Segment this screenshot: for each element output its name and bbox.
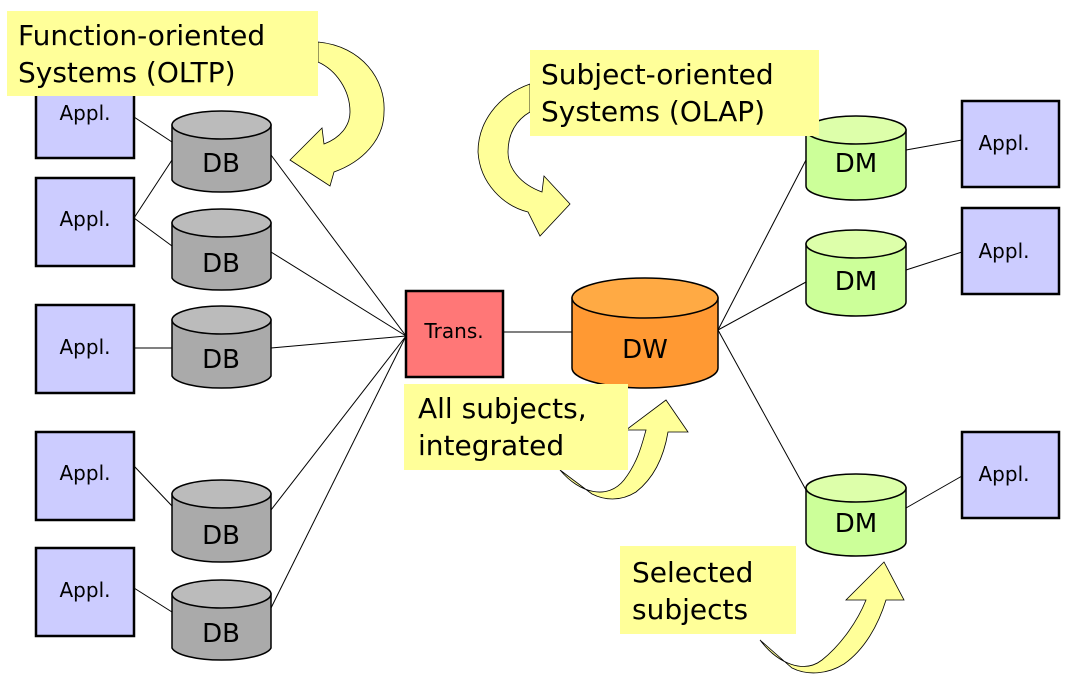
trans-box: Trans. <box>404 289 505 379</box>
appl-box-right-1: Appl. <box>960 99 1061 189</box>
appl-label: Appl. <box>979 462 1030 486</box>
trans-label: Trans. <box>423 319 483 343</box>
db-label: DB <box>202 345 240 375</box>
note-oltp: Function-oriented Systems (OLTP) <box>7 11 318 96</box>
appl-label: Appl. <box>60 578 111 602</box>
appl-box-left-5: Appl. <box>34 546 136 638</box>
conn-dw-dm1 <box>717 159 807 331</box>
dm-cylinders: DM DM DM <box>805 115 907 557</box>
note-olap: Subject-oriented Systems (OLAP) <box>530 50 819 136</box>
connections <box>133 116 963 613</box>
note-olap-line-1: Subject-oriented <box>541 58 774 91</box>
dm-cylinder-3: DM <box>805 473 907 557</box>
dm-label: DM <box>835 509 877 539</box>
db-cylinder-2: DB <box>171 208 272 291</box>
appl-box-left-2: Appl. <box>34 176 136 268</box>
conn-dw-dm2 <box>717 281 807 331</box>
conn-appl1-db1 <box>133 116 173 143</box>
db-cylinder-1: DB <box>171 110 272 193</box>
left-applications: Appl. Appl. Appl. Appl. Appl. <box>34 84 136 638</box>
conn-dm3-appl <box>905 475 963 509</box>
conn-dm2-appl <box>905 251 963 271</box>
conn-dw-dm3 <box>717 329 807 491</box>
conn-db4-trans <box>270 335 407 511</box>
note-selected-line-1: Selected <box>632 556 753 589</box>
dw-label: DW <box>622 335 668 365</box>
dm-label: DM <box>835 267 877 297</box>
conn-appl4-db4 <box>133 465 173 507</box>
dw-cylinder: DW <box>571 277 719 389</box>
note-selected: Selected subjects <box>620 546 796 634</box>
dm-cylinder-2: DM <box>805 229 907 317</box>
note-oltp-line-1: Function-oriented <box>18 19 265 52</box>
db-label: DB <box>202 149 240 179</box>
curved-arrow-selected <box>759 561 905 674</box>
appl-box-right-3: Appl. <box>960 430 1061 520</box>
curved-arrows <box>289 41 905 674</box>
note-integrated-line-2: integrated <box>418 429 564 462</box>
appl-label: Appl. <box>60 335 111 359</box>
conn-appl2-db2 <box>133 217 173 247</box>
appl-label: Appl. <box>60 101 111 125</box>
appl-label: Appl. <box>979 131 1030 155</box>
note-integrated-line-1: All subjects, <box>418 392 587 425</box>
conn-db3-trans <box>270 335 407 349</box>
db-cylinder-5: DB <box>171 579 272 661</box>
db-cylinders: DB DB DB DB DB <box>171 110 272 661</box>
appl-label: Appl. <box>60 207 111 231</box>
note-selected-line-2: subjects <box>632 593 748 626</box>
curved-arrow-olap <box>477 83 571 237</box>
db-label: DB <box>202 249 240 279</box>
right-applications: Appl. Appl. Appl. <box>960 99 1061 520</box>
conn-db2-trans <box>270 251 407 337</box>
appl-label: Appl. <box>979 239 1030 263</box>
note-oltp-line-2: Systems (OLTP) <box>18 56 236 89</box>
appl-box-right-2: Appl. <box>960 206 1061 296</box>
dm-cylinder-1: DM <box>805 115 907 201</box>
curved-arrow-oltp <box>289 41 385 187</box>
db-cylinder-4: DB <box>171 479 272 563</box>
curved-arrow-integrated <box>559 399 689 500</box>
appl-label: Appl. <box>60 461 111 485</box>
conn-db5-trans <box>270 335 407 609</box>
conn-appl5-db5 <box>133 587 173 613</box>
appl-box-left-1: Appl. <box>34 84 136 160</box>
conn-appl2-db1 <box>133 159 173 219</box>
db-label: DB <box>202 619 240 649</box>
conn-db1-trans <box>270 154 407 337</box>
note-olap-line-2: Systems (OLAP) <box>541 95 765 128</box>
appl-box-left-4: Appl. <box>34 430 136 522</box>
dm-label: DM <box>835 149 877 179</box>
note-integrated: All subjects, integrated <box>404 384 628 470</box>
db-cylinder-3: DB <box>171 305 272 389</box>
conn-dm1-appl <box>905 139 963 151</box>
appl-box-left-3: Appl. <box>34 303 136 395</box>
db-label: DB <box>202 521 240 551</box>
